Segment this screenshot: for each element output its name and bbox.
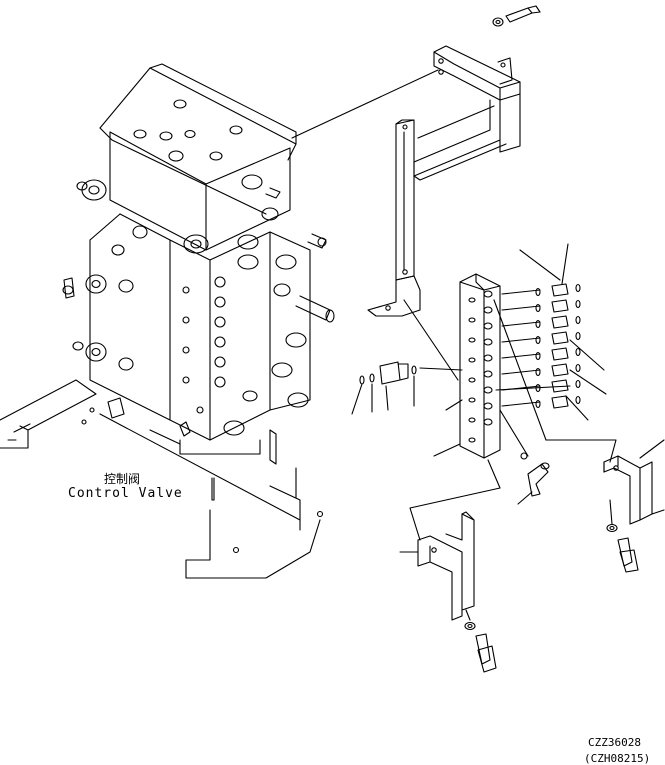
figure-code: CZZ36028 xyxy=(588,736,641,749)
elbow-fittings xyxy=(520,244,606,420)
valve-base-plate xyxy=(0,380,323,578)
lower-bracket xyxy=(400,512,496,672)
control-valve-label-cn: 控制阀 xyxy=(104,472,141,486)
o-rings-adapter xyxy=(352,362,416,414)
distribution-block xyxy=(460,274,500,458)
block-leaders xyxy=(404,290,616,540)
upper-bracket xyxy=(368,46,520,316)
leader-bracket-valve xyxy=(292,70,438,138)
figure-code-secondary: (CZH08215) xyxy=(584,752,651,765)
single-elbow xyxy=(518,453,549,504)
control-valve-label-en: Control Valve xyxy=(68,486,183,501)
control-valve-body xyxy=(63,64,334,454)
top-bolt xyxy=(493,6,540,26)
right-bracket xyxy=(604,440,664,572)
